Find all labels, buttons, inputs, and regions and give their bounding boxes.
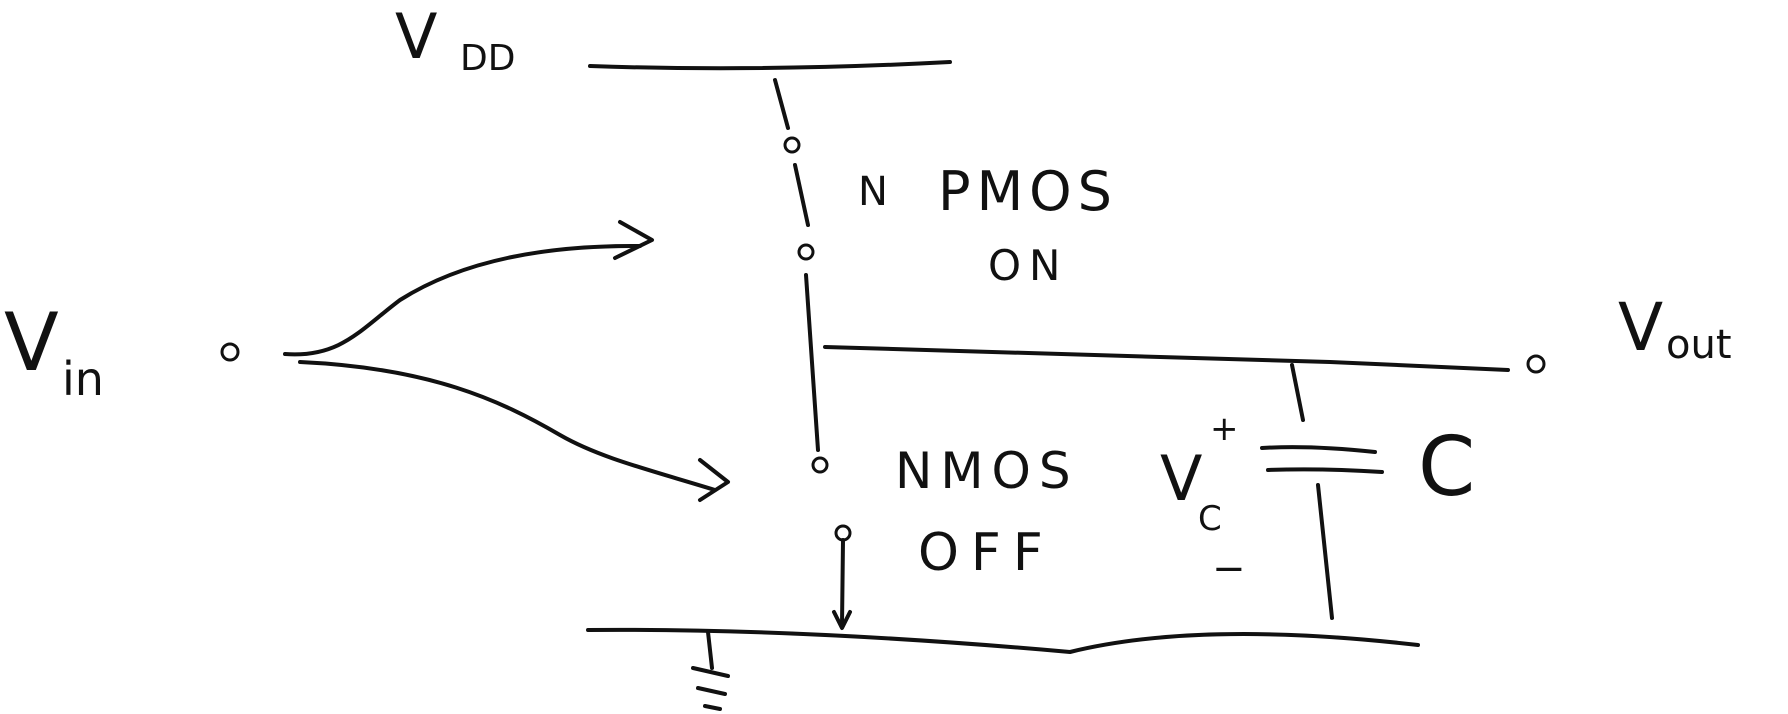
capacitor-top-lead — [1290, 363, 1305, 422]
nmos-lower-lead — [840, 538, 845, 627]
nmos-label: NMOS — [895, 442, 1079, 500]
ground-rail — [586, 627, 1420, 654]
vc-label: V — [1160, 442, 1202, 515]
pmos-state-label: ON — [988, 241, 1068, 290]
pmos-top-contact — [783, 136, 801, 154]
vout-terminal — [1526, 354, 1546, 374]
pmos-arrow-head-icon — [613, 220, 654, 260]
pmos-bottom-contact — [797, 243, 815, 261]
capacitor-label: C — [1418, 420, 1475, 515]
ground-symbol-icon — [691, 630, 730, 711]
vin-subscript: in — [62, 352, 104, 406]
vdd-label: V — [395, 0, 437, 73]
vout-label: V — [1618, 289, 1663, 366]
middle-vertical-lead — [804, 273, 820, 452]
vdd-rail — [588, 60, 952, 71]
nmos-state-label: OFF — [918, 523, 1055, 583]
vout-subscript: out — [1666, 322, 1732, 368]
output-wire — [823, 345, 1510, 372]
vin-terminal — [220, 342, 240, 362]
pmos-label: PMOS — [938, 160, 1118, 223]
capacitor-bottom-lead — [1316, 483, 1334, 620]
vc-minus-sign: − — [1212, 546, 1246, 592]
pmos-blade — [793, 163, 810, 227]
pmos-upper-lead — [773, 78, 790, 130]
vin-to-nmos-curve — [298, 360, 717, 492]
nmos-arrow-head-icon — [698, 458, 730, 502]
vin-label: V — [4, 296, 59, 389]
capacitor-icon — [1260, 445, 1384, 474]
nmos-top-contact — [811, 456, 829, 474]
vc-subscript: C — [1198, 499, 1222, 539]
vin-to-pmos-curve — [283, 243, 642, 357]
pmos-prefix-label: N — [858, 169, 888, 215]
vc-plus-sign: + — [1210, 409, 1239, 449]
nmos-bottom-contact — [834, 524, 852, 542]
nmos-ground-arrow-icon — [832, 610, 852, 630]
vdd-subscript: DD — [460, 38, 515, 79]
